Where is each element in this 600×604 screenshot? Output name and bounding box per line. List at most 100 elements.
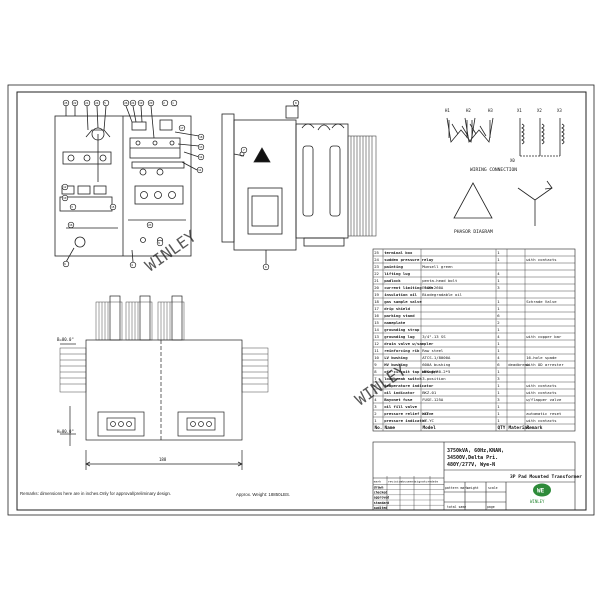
bom-cell: 1: [497, 257, 500, 262]
front-view: [54, 105, 200, 263]
callout-bubble: [197, 153, 205, 161]
top-view-fins: [59, 301, 269, 393]
bom-cell: padlock: [384, 278, 401, 283]
callout-number: 25: [64, 101, 68, 105]
bom-cell: ATCS-1/8000A: [422, 355, 451, 360]
bom-cell: 2: [497, 320, 500, 325]
bom-item-number: 23: [374, 264, 379, 269]
drawing-title: 3P Pad Mounted Transformer: [510, 474, 582, 480]
bom-cell: 1: [497, 369, 500, 374]
callout-bubble: [67, 221, 75, 229]
callout-number: 2: [163, 101, 165, 105]
bom-cell: automatic reset: [526, 411, 561, 416]
callout-number: 19: [139, 101, 143, 105]
sign-row-label: checked: [374, 491, 388, 495]
bom-item-number: 6: [374, 383, 377, 388]
bom-cell: 3: [497, 285, 500, 290]
bom-cell: Munsell green: [422, 264, 452, 269]
bom-item-number: 16: [374, 313, 379, 318]
weight-note: Approx. Weight: 18850LBS.: [236, 492, 291, 497]
bom-item-number: 11: [374, 348, 379, 353]
callout-number: 1: [172, 101, 174, 105]
callout-number: 23: [148, 223, 152, 227]
bom-cell: WPS 6/30-2*5: [422, 369, 451, 374]
bom-cell: penta-head bolt: [422, 278, 457, 283]
terminal-h1: H1: [445, 108, 450, 113]
callout-number: 6: [265, 265, 267, 269]
callout-number: 7: [243, 148, 245, 152]
bom-cell: 1: [497, 383, 500, 388]
side-view: [221, 105, 349, 264]
sign-col-label: document: [401, 479, 416, 483]
company-logo: WE WINLEY: [530, 483, 551, 504]
lv-bushing-row: [134, 185, 184, 205]
dim-bottom-left: H=80.0": [57, 429, 74, 434]
callout-bubble: [196, 166, 204, 174]
bom-cell: pressure relief valve: [384, 411, 434, 416]
sign-row-label: drawn: [374, 485, 384, 489]
callout-bubble: [262, 263, 270, 271]
delta-phasor: [453, 182, 493, 219]
callout-bubble: [197, 143, 205, 151]
terminal-h2: H2: [466, 108, 471, 113]
bom-cell: YZ-YC: [422, 418, 434, 423]
bom-cell: 6: [497, 362, 500, 367]
bom-item-number: 22: [374, 271, 379, 276]
callout-bubble: [129, 261, 137, 269]
callout-number: 26: [124, 101, 128, 105]
terminal-x3: X3: [557, 108, 562, 113]
bom-cell: with contacts: [526, 383, 556, 388]
bom-item-number: 5: [374, 390, 377, 395]
terminal-h3: H3: [488, 108, 493, 113]
side-radiator: [347, 135, 377, 237]
bom-item-number: 8: [374, 369, 377, 374]
callout-bubble: [83, 99, 91, 107]
callout-bubble: [156, 239, 164, 247]
bom-cell: Bayonet fuse: [384, 397, 413, 402]
sign-row-label: standard: [374, 501, 389, 505]
bom-header: Remark: [527, 425, 543, 431]
side-callouts: 876: [240, 99, 300, 271]
callout-number: 22: [73, 101, 77, 105]
bom-cell: w/flapper valve: [526, 397, 562, 402]
bom-cell: FUSE-125A: [422, 397, 444, 402]
bom-item-number: 21: [374, 278, 379, 283]
bom-item-number: 20: [374, 285, 379, 290]
bom-cell: oil indicator: [384, 390, 415, 395]
callout-bubble: [61, 194, 69, 202]
callout-bubble: [292, 99, 300, 107]
sign-row-label: approved: [374, 496, 389, 500]
bom-cell: off-circuit tap changer: [384, 369, 439, 374]
bom-cell: 600A bushing: [422, 362, 450, 367]
bom-cell: 6: [497, 313, 500, 318]
callout-number: 9: [158, 241, 160, 245]
bom-cell: with OD arrester: [526, 362, 564, 367]
callout-bubble: [240, 146, 248, 154]
callout-bubble: [137, 99, 145, 107]
top-view: [60, 295, 243, 470]
sign-col-label: signature: [415, 479, 431, 483]
bom-item-number: 12: [374, 341, 379, 346]
inner-border: [16, 91, 587, 511]
callout-bubble: [178, 124, 186, 132]
bom-item-number: 7: [374, 376, 377, 381]
bom-item-number: 14: [374, 327, 379, 332]
callout-number: 6: [64, 262, 66, 266]
bom-item-number: 9: [374, 362, 377, 367]
phasor-diagram: [453, 180, 553, 226]
callout-number: 21: [85, 101, 89, 105]
dim-width: 188: [159, 457, 167, 462]
callout-bubble: [122, 99, 130, 107]
bom-cell: 1: [497, 278, 500, 283]
callout-bubble: [161, 99, 169, 107]
callout-number: 14: [199, 155, 203, 159]
bom-cell: 4: [497, 334, 500, 339]
callout-number: 20: [149, 101, 153, 105]
bom-header: Model: [423, 425, 437, 431]
bom-cell: Biodegradable oil: [422, 292, 462, 297]
bom-cell: with copper bar: [526, 334, 562, 339]
callout-bubble: [93, 99, 101, 107]
callout-bubble: [109, 203, 117, 211]
